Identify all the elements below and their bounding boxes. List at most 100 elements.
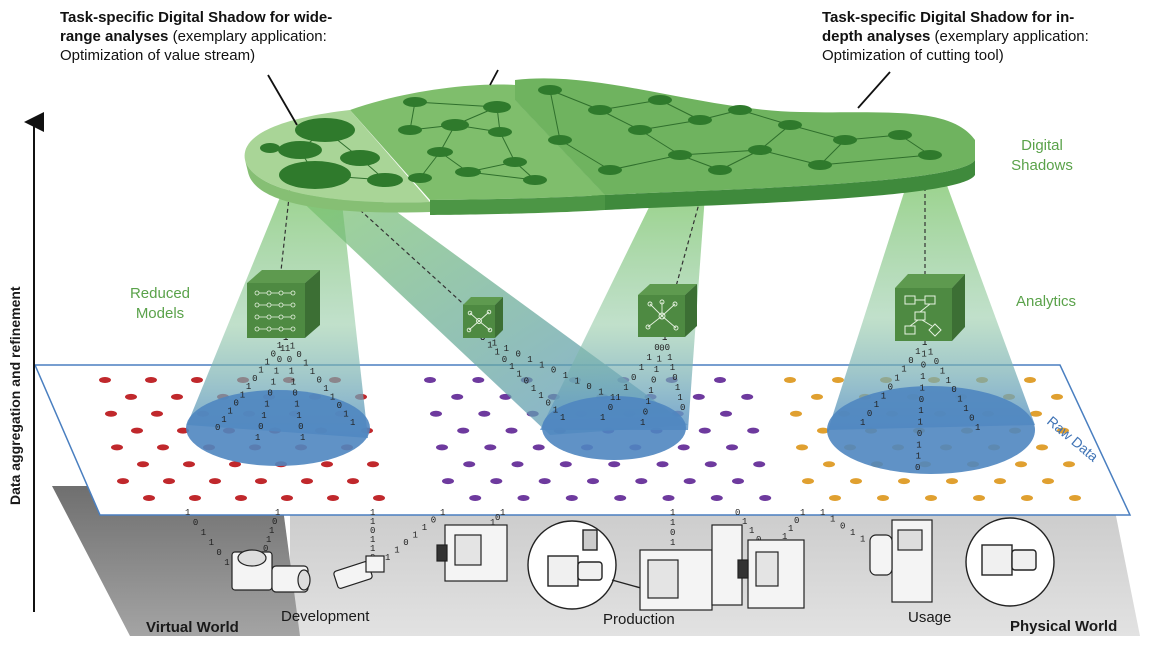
raw-data-point [898, 478, 910, 485]
raw-data-point [877, 495, 889, 501]
svg-text:1: 1 [539, 360, 544, 370]
svg-text:0: 0 [951, 385, 956, 395]
production-magnifier [527, 520, 649, 610]
svg-text:0: 0 [735, 508, 740, 518]
svg-text:1: 1 [504, 344, 509, 354]
svg-text:1: 1 [275, 508, 280, 518]
svg-text:1: 1 [874, 400, 879, 410]
svg-text:1: 1 [820, 508, 825, 518]
label-analytics: Analytics [1016, 293, 1077, 310]
svg-text:0: 0 [234, 399, 239, 409]
svg-text:1: 1 [291, 377, 296, 387]
svg-text:1: 1 [600, 413, 605, 423]
label-physical-world: Physical World [1010, 618, 1118, 635]
svg-text:1: 1 [946, 376, 951, 386]
svg-text:1: 1 [922, 338, 927, 348]
raw-data-point [608, 461, 621, 468]
callout-in-depth: Task-specific Digital Shadow for in- dep… [822, 8, 1152, 65]
raw-data-point [714, 377, 726, 383]
raw-data-point [163, 478, 175, 485]
svg-text:0: 0 [670, 528, 675, 538]
raw-data-point [817, 427, 829, 434]
raw-data-point [347, 478, 359, 485]
svg-text:0: 0 [516, 349, 521, 359]
svg-text:0: 0 [840, 521, 845, 531]
raw-data-point [973, 495, 985, 501]
svg-text:1: 1 [647, 353, 652, 363]
svg-text:0: 0 [495, 513, 500, 523]
svg-text:1: 1 [616, 393, 621, 403]
svg-text:1: 1 [495, 348, 500, 358]
callout-right-bold-1: Task-specific Digital Shadow for in- [822, 9, 1075, 26]
svg-text:1: 1 [440, 508, 445, 518]
digital-shadow-network [260, 85, 942, 189]
svg-text:1: 1 [922, 338, 927, 348]
raw-data-point [484, 444, 497, 451]
raw-data-point [1015, 461, 1027, 468]
raw-data-point [802, 478, 814, 485]
raw-data-point [171, 393, 183, 400]
raw-data-point [565, 495, 578, 501]
label-digital-shadows-2: Shadows [1011, 157, 1073, 174]
svg-text:0: 0 [524, 377, 529, 387]
svg-text:0: 0 [252, 374, 257, 384]
raw-data-point [1036, 444, 1048, 451]
svg-text:1: 1 [201, 528, 206, 538]
svg-text:0: 0 [680, 403, 685, 413]
raw-data-point [209, 478, 221, 485]
production-machine-1 [436, 524, 508, 582]
label-reduced-models-2: Models [135, 305, 185, 322]
svg-text:1: 1 [963, 404, 968, 414]
callout-right-rest-2: (exemplary application: [930, 28, 1089, 45]
svg-text:1: 1 [290, 342, 295, 352]
raw-data-point [587, 478, 599, 485]
raw-data-point [850, 478, 862, 485]
svg-text:1: 1 [850, 528, 855, 538]
svg-text:1: 1 [920, 384, 925, 394]
svg-text:1: 1 [916, 452, 921, 462]
raw-data-point [436, 444, 448, 451]
svg-text:1: 1 [915, 347, 920, 357]
svg-text:1: 1 [516, 369, 521, 379]
raw-data-point [925, 495, 937, 501]
svg-text:1: 1 [675, 383, 680, 393]
svg-text:1: 1 [385, 553, 390, 563]
raw-data-point [698, 427, 711, 434]
svg-text:1: 1 [922, 338, 927, 348]
svg-text:1: 1 [269, 526, 274, 536]
raw-data-point [131, 427, 143, 434]
raw-data-point [656, 461, 669, 468]
svg-text:0: 0 [216, 548, 221, 558]
raw-data-point [125, 393, 137, 400]
svg-text:0: 0 [263, 544, 268, 554]
raw-data-point [741, 393, 754, 400]
callout-pointers [267, 69, 891, 126]
svg-text:1: 1 [640, 418, 645, 428]
svg-text:1: 1 [422, 523, 427, 533]
cube-analytics-small [463, 297, 503, 338]
development-tool [333, 555, 385, 589]
svg-text:1: 1 [800, 508, 805, 518]
svg-text:1: 1 [370, 535, 375, 545]
virtual-world-floor [52, 486, 300, 636]
raw-data-point [811, 393, 823, 400]
svg-text:0: 0 [337, 401, 342, 411]
raw-data-point [321, 461, 333, 468]
raw-data-point [517, 495, 530, 501]
svg-text:0: 0 [631, 373, 636, 383]
raw-data-point [151, 410, 163, 417]
svg-text:0: 0 [258, 422, 263, 432]
svg-text:1: 1 [310, 367, 315, 377]
svg-text:1: 1 [782, 532, 787, 542]
svg-text:1: 1 [350, 418, 355, 428]
raw-data-point [1057, 427, 1069, 434]
label-digital-shadows: Digital Shadows [1002, 136, 1082, 176]
raw-data-point [373, 495, 385, 501]
label-reduced-models-1: Reduced [129, 285, 191, 302]
svg-text:0: 0 [296, 350, 301, 360]
svg-text:0: 0 [298, 422, 303, 432]
svg-text:1: 1 [749, 526, 754, 536]
svg-text:0: 0 [934, 357, 939, 367]
svg-text:1: 1 [500, 508, 505, 518]
